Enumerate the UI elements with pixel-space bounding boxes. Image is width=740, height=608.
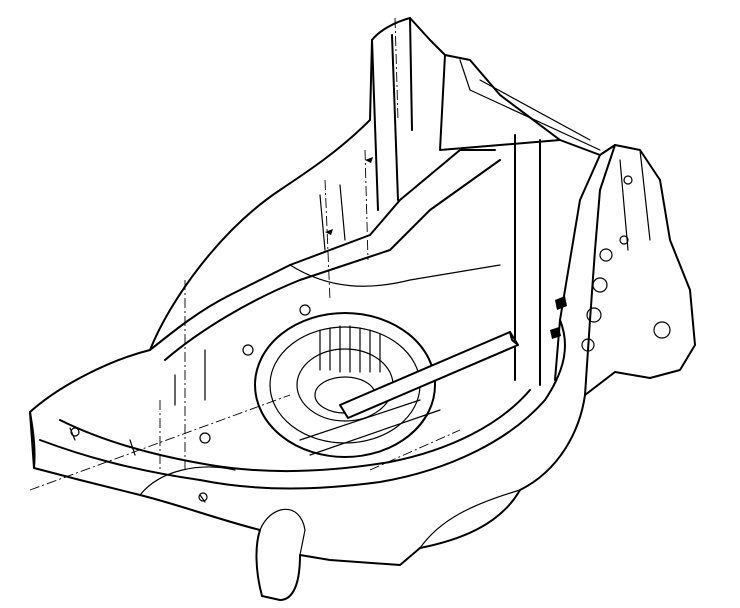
front-details — [69, 399, 441, 503]
deck-outer-shell — [29, 17, 696, 601]
side-panel — [550, 149, 671, 352]
center-lines — [29, 17, 461, 491]
cross-bar — [339, 331, 519, 419]
deck-walls — [149, 17, 616, 406]
